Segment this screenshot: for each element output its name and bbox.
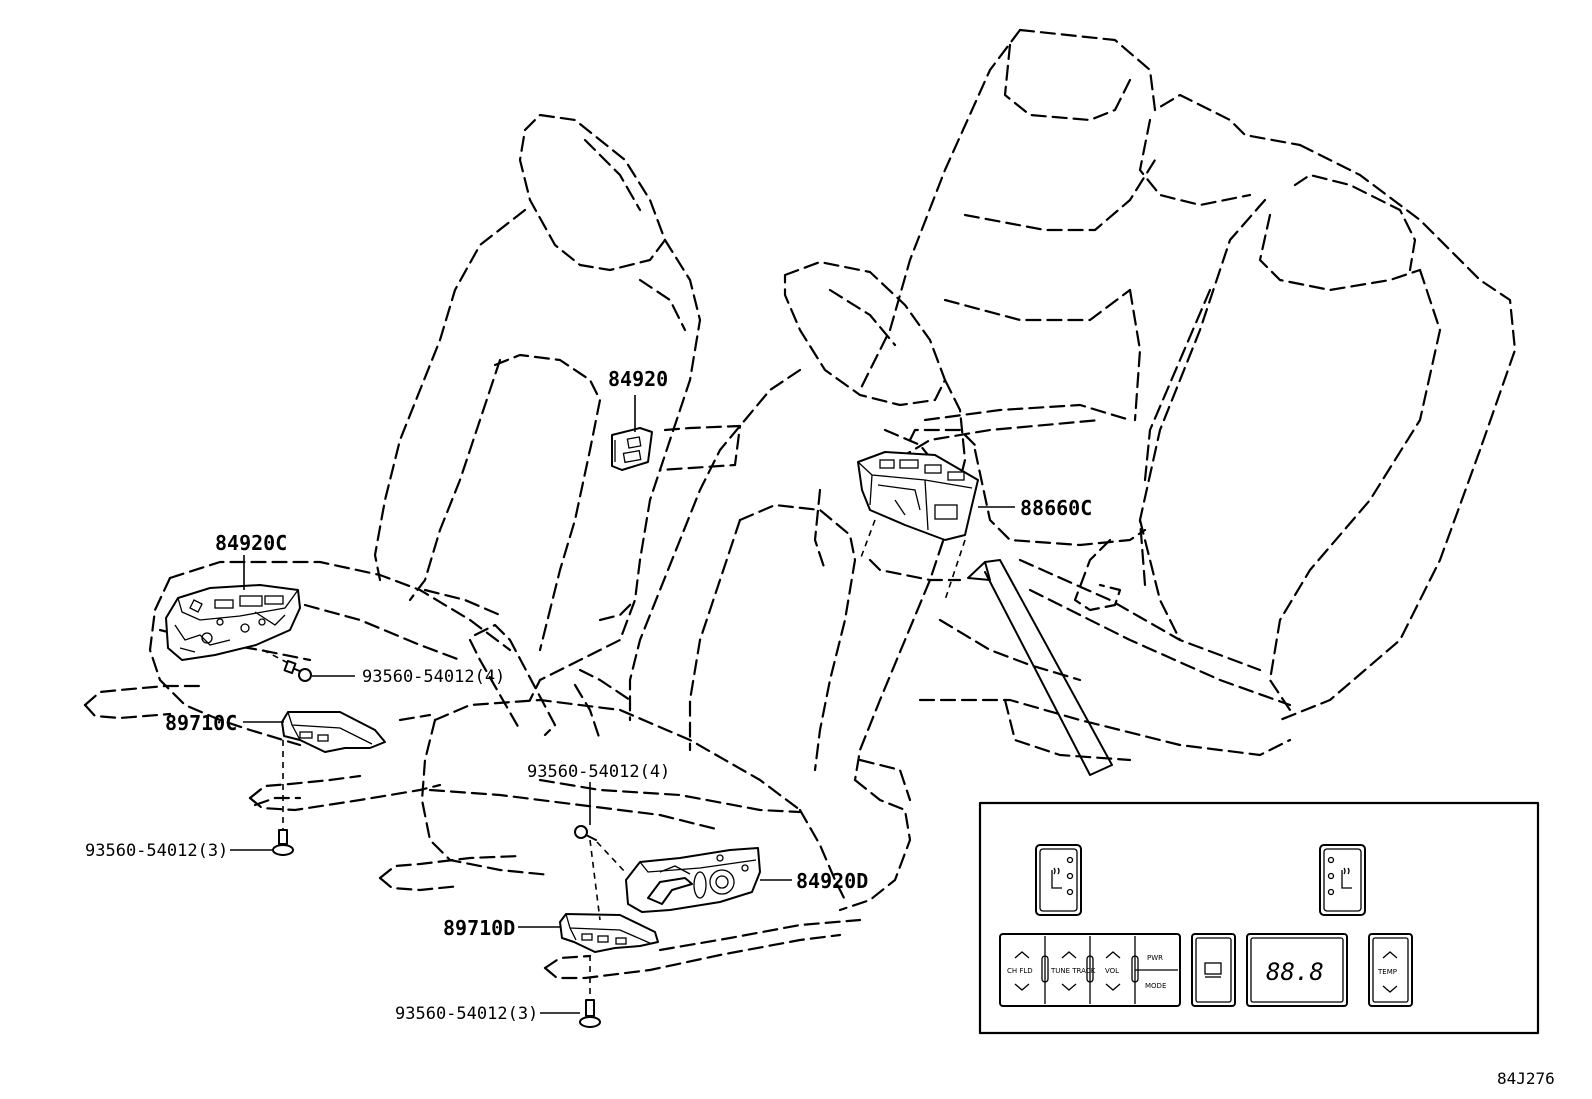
bolt-93560-mid[interactable] <box>574 825 597 841</box>
part-84920C-switch-assembly[interactable] <box>165 584 301 661</box>
label-93560-bottom: 93560-54012(3) <box>395 1004 538 1024</box>
label-93560-left: 93560-54012(3) <box>85 841 228 861</box>
seat-heater-icon <box>1341 867 1352 889</box>
pwr-button[interactable]: PWR <box>1147 954 1163 962</box>
ch-fld-button[interactable]: CH FLD <box>1007 951 1033 991</box>
label-84920C: 84920C <box>215 531 287 555</box>
label-93560-top: 93560-54012(4) <box>362 667 505 687</box>
display-readout: 88.8 <box>1266 958 1324 986</box>
vol-label: VOL <box>1105 967 1119 975</box>
part-89710D-ecu[interactable] <box>559 913 659 953</box>
diagram-code: 84J276 <box>1497 1069 1555 1088</box>
part-84920D-switch-assembly[interactable] <box>625 847 761 913</box>
label-88660C: 88660C <box>1020 496 1092 520</box>
tune-track-button[interactable]: TUNE TRACK <box>1050 951 1096 991</box>
console-panel-inset: CH FLD TUNE TRACK VOL PWR MODE <box>978 801 1540 1035</box>
callout-labels: 84920 84920C 88660C 93560-54012(4) 89710… <box>85 367 1092 1024</box>
temp-label: TEMP <box>1377 968 1397 976</box>
label-84920D: 84920D <box>796 869 868 893</box>
temp-button[interactable]: TEMP <box>1368 933 1413 1007</box>
screen-button[interactable] <box>1191 933 1236 1007</box>
label-93560-mid: 93560-54012(4) <box>527 762 670 782</box>
seat-heater-icon <box>1051 867 1062 889</box>
tune-track-label: TUNE TRACK <box>1050 967 1096 975</box>
bolt-93560-bottom[interactable] <box>579 999 601 1028</box>
audio-button-group: CH FLD TUNE TRACK VOL PWR MODE <box>999 933 1181 1007</box>
part-88660C-switch[interactable] <box>857 451 979 541</box>
seat-heater-switch-left[interactable] <box>1035 844 1082 916</box>
temperature-display: 88.8 <box>1246 933 1348 1007</box>
part-89710C-ecu[interactable] <box>281 711 386 753</box>
leader-lines <box>230 395 1113 1014</box>
right-seat-rails <box>378 854 862 980</box>
bolt-93560-top[interactable] <box>283 659 312 682</box>
rear-seat-outline <box>858 28 1517 762</box>
mode-button[interactable]: MODE <box>1145 982 1166 990</box>
label-89710C: 89710C <box>165 711 237 735</box>
left-seat-rails <box>83 684 442 812</box>
label-89710D: 89710D <box>443 916 515 940</box>
label-84920: 84920 <box>608 367 668 391</box>
part-84920-switch[interactable] <box>611 427 653 471</box>
left-front-seat-outline <box>148 113 742 747</box>
screen-icon <box>1204 962 1222 975</box>
rear-console-tray <box>813 428 977 582</box>
vol-button[interactable]: VOL <box>1105 951 1121 991</box>
ch-fld-label: CH FLD <box>1007 967 1033 975</box>
right-front-seat-outline <box>420 260 967 912</box>
seat-heater-switch-right[interactable] <box>1319 844 1366 916</box>
bolt-93560-left[interactable] <box>272 829 294 856</box>
